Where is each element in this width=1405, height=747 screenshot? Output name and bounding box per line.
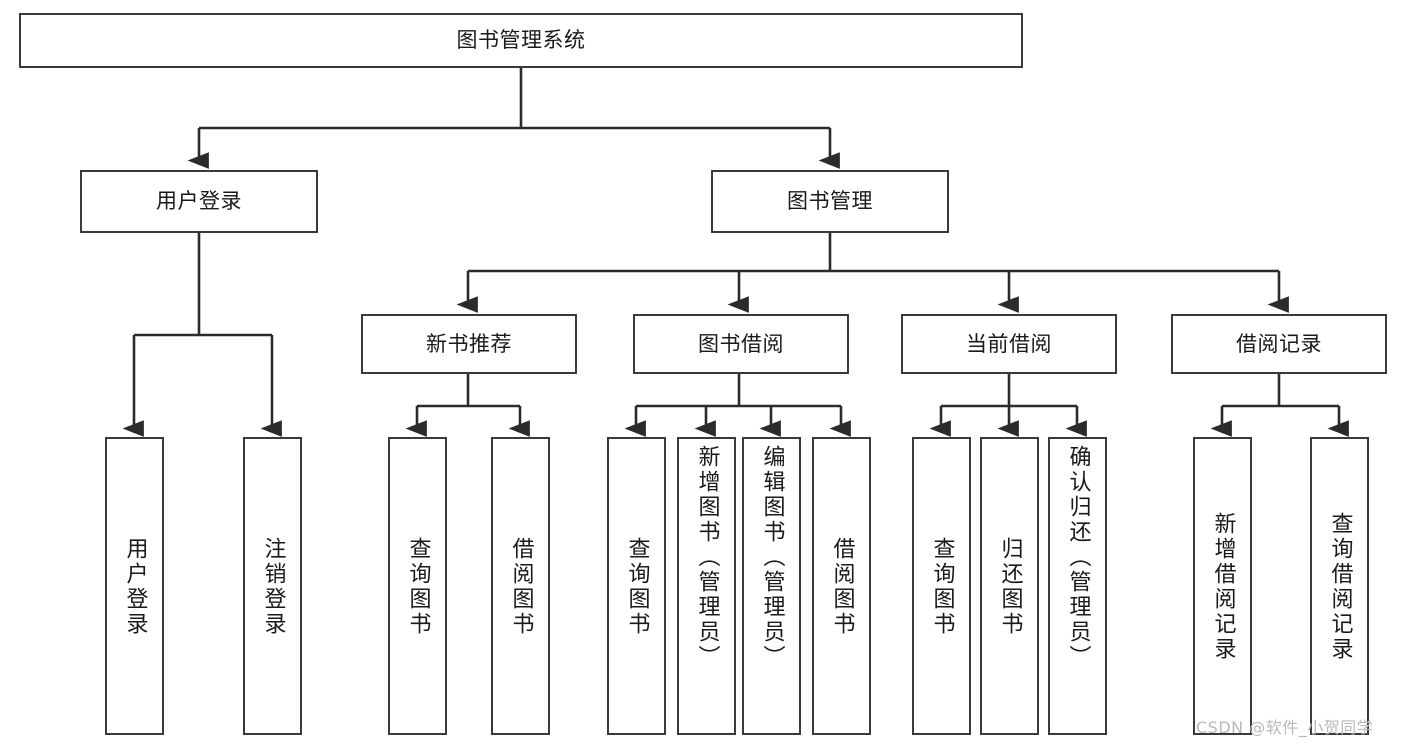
leaf-logout-login[interactable]: 注销登录 [243, 437, 302, 735]
node-label: 新增借阅记录 [1210, 512, 1236, 662]
node-label: 借阅记录 [1236, 331, 1322, 356]
node-label: 确认归还（管理员） [1065, 445, 1091, 670]
leaf-add-borrow-record[interactable]: 新增借阅记录 [1193, 437, 1252, 735]
node-label: 图书管理系统 [456, 28, 586, 53]
node-label: 用户登录 [122, 537, 148, 637]
node-label: 编辑图书（管理员） [759, 445, 785, 670]
leaf-edit-book-admin[interactable]: 编辑图书（管理员） [742, 437, 801, 735]
node-book-management[interactable]: 图书管理 [711, 170, 949, 233]
node-label: 查询图书 [405, 537, 431, 637]
leaf-query-book-borrow[interactable]: 查询图书 [607, 437, 666, 735]
leaf-add-book-admin[interactable]: 新增图书（管理员） [677, 437, 736, 735]
leaf-query-borrow-record[interactable]: 查询借阅记录 [1310, 437, 1369, 735]
node-new-book-recommend[interactable]: 新书推荐 [361, 314, 577, 374]
node-root-book-management-system[interactable]: 图书管理系统 [19, 13, 1023, 68]
node-label: 用户登录 [156, 189, 242, 214]
node-label: 当前借阅 [966, 331, 1052, 356]
node-current-borrow[interactable]: 当前借阅 [901, 314, 1117, 374]
node-borrow-record[interactable]: 借阅记录 [1171, 314, 1387, 374]
leaf-borrow-book-new-book[interactable]: 借阅图书 [491, 437, 550, 735]
node-label: 新书推荐 [426, 331, 512, 356]
leaf-user-login[interactable]: 用户登录 [105, 437, 164, 735]
node-label: 归还图书 [997, 537, 1023, 637]
leaf-confirm-return-admin[interactable]: 确认归还（管理员） [1048, 437, 1107, 735]
node-label: 查询图书 [624, 537, 650, 637]
node-label: 新增图书（管理员） [694, 445, 720, 670]
leaf-query-book-new-book[interactable]: 查询图书 [388, 437, 447, 735]
node-user-login[interactable]: 用户登录 [80, 170, 318, 233]
leaf-return-book[interactable]: 归还图书 [980, 437, 1039, 735]
node-label: 图书管理 [787, 189, 873, 214]
csdn-watermark: CSDN @软件_小贺同学 [1196, 718, 1374, 737]
node-label: 查询借阅记录 [1327, 512, 1353, 662]
node-book-borrow[interactable]: 图书借阅 [633, 314, 849, 374]
node-label: 借阅图书 [829, 537, 855, 637]
leaf-borrow-book-borrow[interactable]: 借阅图书 [812, 437, 871, 735]
node-label: 图书借阅 [698, 331, 784, 356]
node-label: 注销登录 [260, 537, 286, 637]
leaf-query-book-current[interactable]: 查询图书 [912, 437, 971, 735]
node-label: 借阅图书 [508, 537, 534, 637]
node-label: 查询图书 [929, 537, 955, 637]
